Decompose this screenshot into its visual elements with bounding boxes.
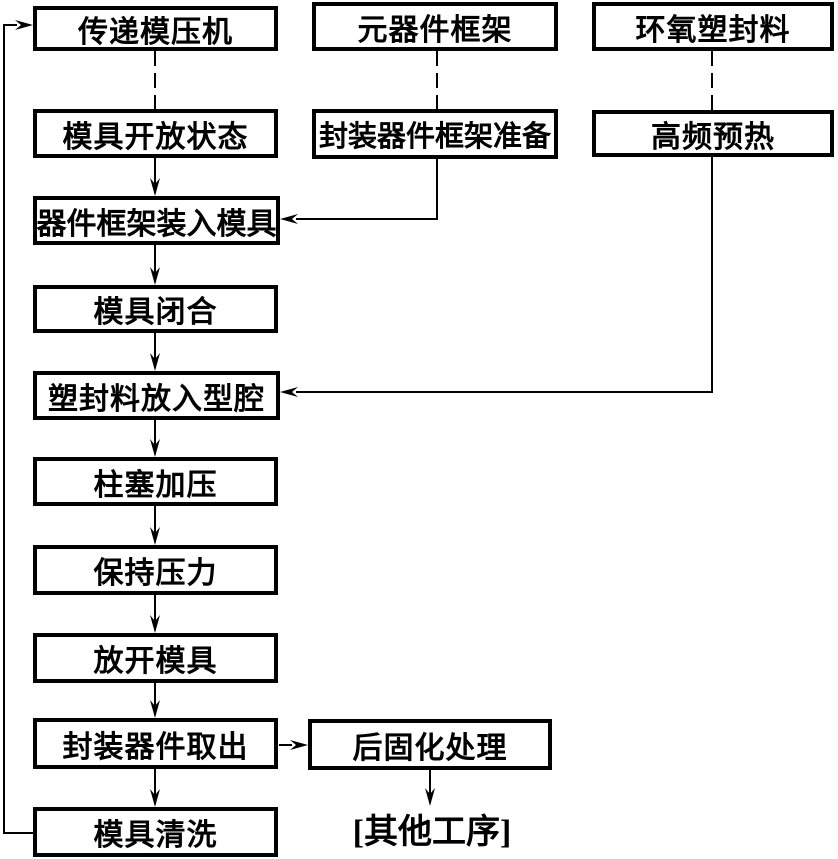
- edge-open-mold-to-removal: [150, 683, 160, 718]
- edge-plunger-to-hold: [150, 506, 160, 545]
- node-compound-into-cavity: 塑封料放入型腔: [33, 371, 280, 420]
- node-mold-open-state: 模具开放状态: [33, 109, 278, 158]
- edge-frame-prep-to-frame-into-mold: [280, 159, 438, 224]
- edge-compound-to-plunger: [150, 420, 160, 457]
- edge-removal-to-post-cure: [279, 740, 308, 750]
- edge-post-cure-to-other: [425, 770, 435, 806]
- edge-mold-open-to-frame-into-mold: [150, 158, 160, 196]
- edge-mold-close-to-compound: [150, 333, 160, 371]
- edge-mold-clean-to-transfer-press: [3, 20, 34, 834]
- edge-hold-to-open-mold: [150, 595, 160, 633]
- edge-frame-into-mold-to-mold-close: [150, 245, 160, 285]
- node-component-lead-frame: 元器件框架: [312, 2, 558, 51]
- node-high-frequency-preheat: 高频预热: [592, 110, 834, 157]
- node-post-cure-treatment: 后固化处理: [308, 719, 552, 770]
- node-hold-pressure: 保持压力: [33, 545, 278, 595]
- node-frame-loaded-into-mold: 器件框架装入模具: [33, 196, 280, 245]
- node-package-frame-preparation: 封装器件框架准备: [312, 109, 558, 159]
- node-mold-cleaning: 模具清洗: [33, 807, 278, 857]
- node-epoxy-molding-compound: 环氧塑封料: [592, 2, 834, 51]
- node-mold-close: 模具闭合: [33, 285, 278, 333]
- node-other-processes-label: [其他工序]: [352, 813, 512, 851]
- node-plunger-pressurize: 柱塞加压: [33, 457, 278, 506]
- edge-removal-to-mold-clean: [150, 769, 160, 807]
- node-packaged-device-removal: 封装器件取出: [33, 718, 278, 769]
- edge-preheat-to-compound: [280, 157, 713, 397]
- node-transfer-molding-press: 传递模压机: [33, 6, 278, 51]
- node-release-mold: 放开模具: [33, 633, 278, 683]
